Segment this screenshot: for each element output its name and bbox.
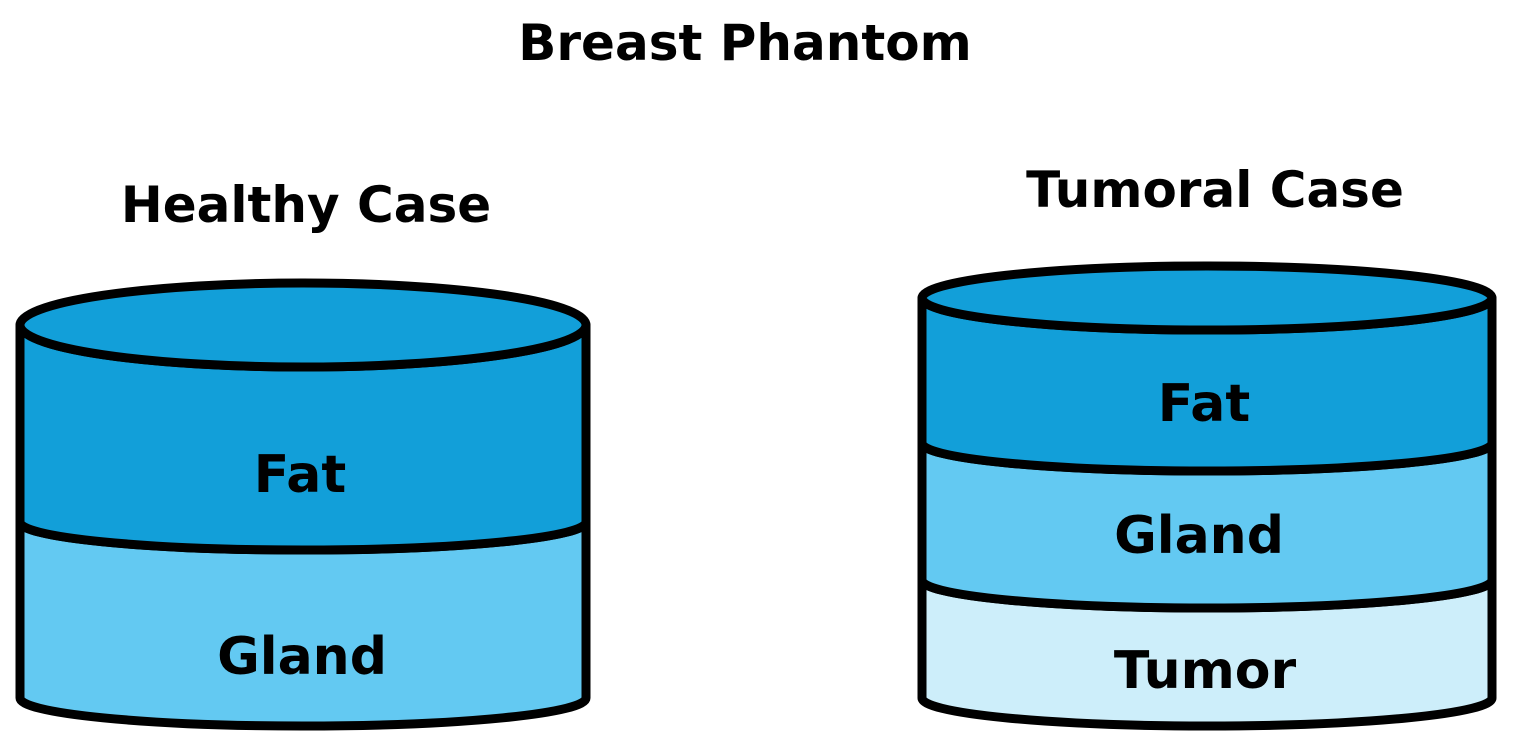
tumoral-case: Tumoral Case Fat Gland Tumor [917, 161, 1497, 731]
tumoral-fat-label: Fat [1158, 374, 1250, 434]
tumoral-tumor-label: Tumor [1114, 641, 1297, 701]
tumoral-case-heading: Tumoral Case [1026, 161, 1404, 219]
healthy-cylinder [15, 278, 591, 731]
tumoral-top-surface [917, 261, 1497, 335]
healthy-case-heading: Healthy Case [121, 176, 491, 234]
tumoral-cylinder [917, 261, 1497, 731]
healthy-fat-label: Fat [254, 445, 346, 505]
tumoral-gland-label: Gland [1114, 506, 1284, 566]
healthy-gland-label: Gland [217, 627, 387, 687]
diagram-title: Breast Phantom [518, 14, 971, 72]
healthy-case: Healthy Case Fat Gland [15, 176, 591, 731]
healthy-top-surface [15, 278, 591, 372]
